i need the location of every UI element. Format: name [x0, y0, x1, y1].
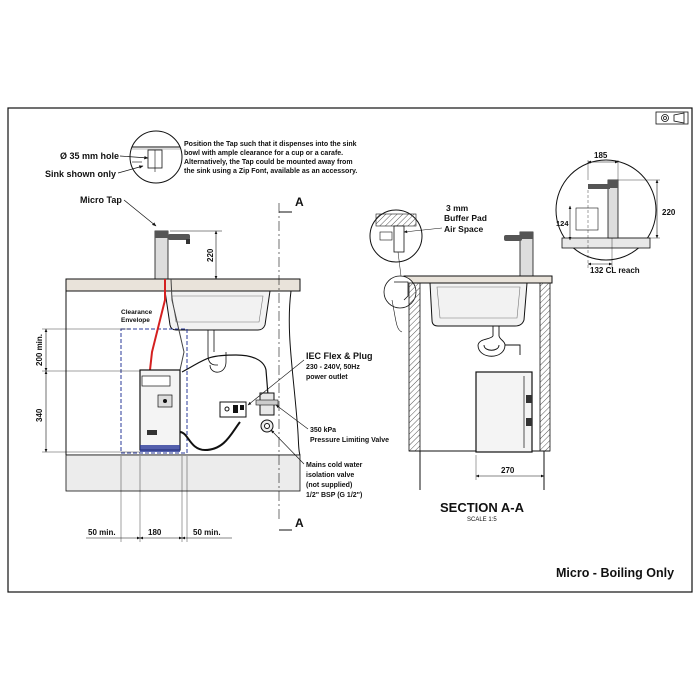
benchtop [65, 278, 301, 292]
mains-line-2: isolation valve [306, 472, 354, 479]
grey-line [170, 278, 185, 371]
buffer-line-1: 3 mm [446, 203, 469, 213]
section-left-wall [408, 282, 421, 452]
dim-270: 270 [501, 466, 515, 475]
dim-50-min-left: 50 min. [88, 528, 116, 537]
red-supply-line [149, 279, 166, 371]
footer-title: Micro - Boiling Only [556, 566, 674, 580]
mains-line-3: (not supplied) [306, 482, 352, 489]
section-scale: SCALE 1:5 [467, 517, 497, 523]
boiler-unit [139, 369, 181, 452]
dim-124: 124 [556, 219, 569, 228]
sink-bowl [164, 290, 271, 373]
dim-220-front: 220 [206, 248, 215, 262]
mains-line-4: 1/2" BSP (G 1/2") [306, 492, 362, 499]
cold-hose [181, 354, 269, 396]
reach-label: 132 CL reach [590, 266, 640, 275]
section-title: SECTION A-A [440, 500, 525, 515]
hole-label: Ø 35 mm hole [60, 151, 119, 161]
section-benchtop [403, 275, 553, 284]
micro-tap [154, 230, 190, 280]
floor-kick [65, 454, 301, 492]
detail-view: 185 220 124 132 CL reach [555, 151, 676, 275]
iec-line-2: 230 - 240V, 50Hz [306, 364, 360, 371]
section-view: 3 mm Buffer Pad Air Space [369, 203, 553, 523]
clearance-label-2: Envelope [121, 317, 150, 324]
note-line-1: Position the Tap such that it dispenses … [184, 141, 357, 148]
note-line-3: Alternatively, the Tap could be mounted … [184, 159, 353, 166]
dim-200-min: 200 min. [35, 334, 44, 366]
mains-line-1: Mains cold water [306, 462, 363, 469]
section-sink-bowl [429, 282, 528, 327]
note-line-4: the sink using a Zip Font, available as … [184, 168, 357, 175]
buffer-line-2: Buffer Pad [444, 213, 487, 223]
section-trap [477, 326, 521, 357]
plv-line-1: 350 kPa [310, 427, 336, 434]
clearance-label-1: Clearance [121, 309, 152, 316]
power-cable [179, 421, 241, 452]
clearance-envelope [120, 328, 188, 454]
projection-symbol-icon [655, 111, 689, 125]
power-outlet [219, 401, 247, 418]
note-line-2: bowl with ample clearance for a cup or a… [184, 150, 343, 157]
front-view: Ø 35 mm hole Sink shown only Position th… [35, 130, 389, 542]
dim-185: 185 [594, 151, 608, 160]
section-right-wall [539, 282, 551, 452]
pressure-limiting-valve [255, 392, 279, 416]
dim-180: 180 [148, 528, 162, 537]
isolation-valve [260, 419, 274, 433]
plv-line-2: Pressure Limiting Valve [310, 437, 389, 444]
dim-220-detail: 220 [662, 208, 676, 217]
section-boiler [475, 371, 533, 453]
section-marker-bottom: A [295, 516, 304, 530]
dim-50-min-right: 50 min. [193, 528, 221, 537]
section-marker-top: A [295, 195, 304, 209]
iec-title: IEC Flex & Plug [306, 351, 373, 361]
iec-line-3: power outlet [306, 374, 348, 381]
section-tap [504, 231, 534, 277]
buffer-line-3: Air Space [444, 224, 483, 234]
drawing-frame [7, 107, 693, 593]
micro-tap-label: Micro Tap [80, 195, 122, 205]
sink-shown-only-label: Sink shown only [45, 169, 116, 179]
dim-340: 340 [35, 408, 44, 422]
